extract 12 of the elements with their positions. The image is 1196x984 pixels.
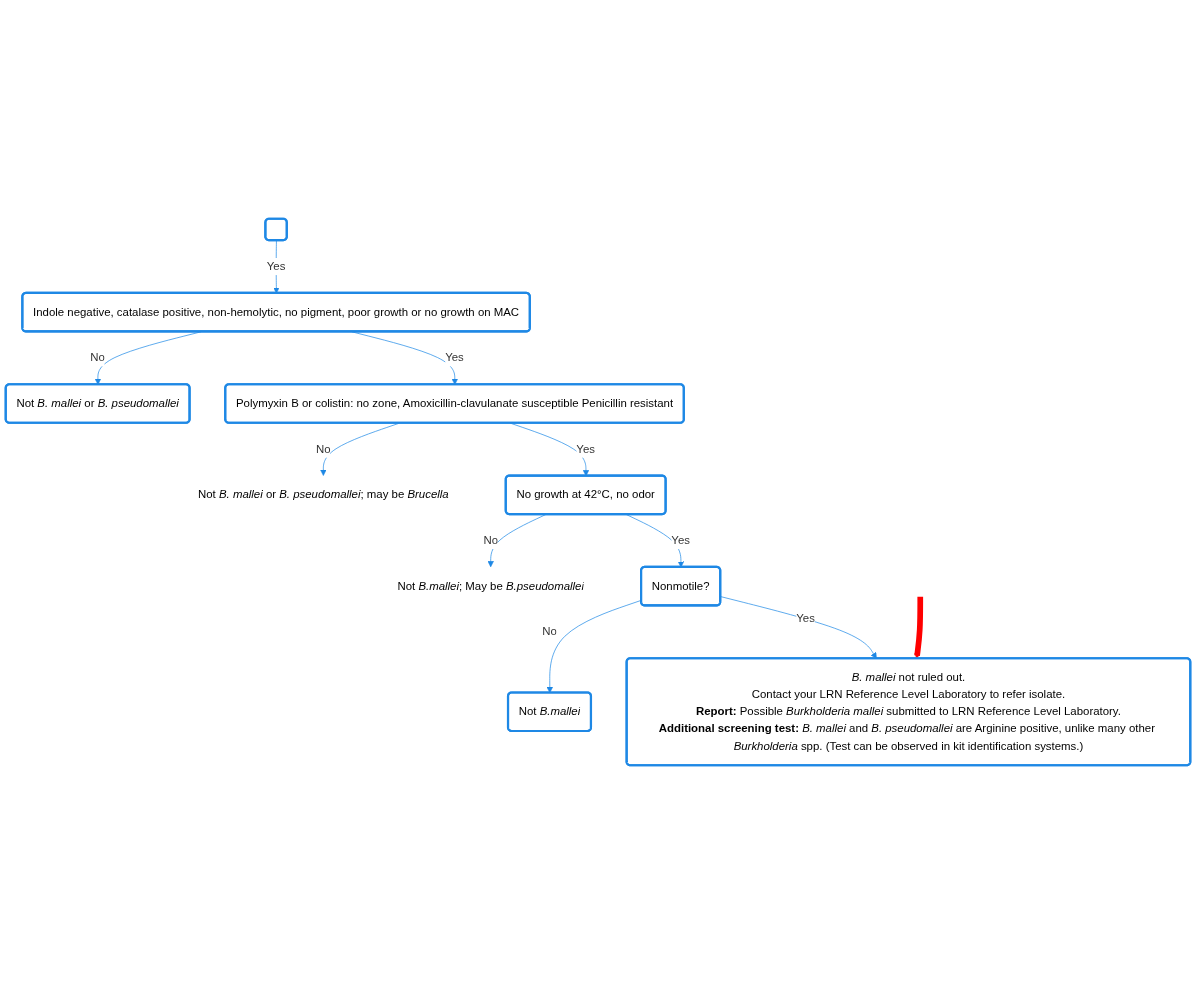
node-text: Not B.mallei; May be B.pseudomallei bbox=[397, 579, 584, 592]
edge-label: Yes bbox=[796, 611, 815, 624]
edge-label: No bbox=[316, 442, 331, 455]
arrow bbox=[914, 596, 924, 659]
edge-label: Yes bbox=[671, 534, 690, 547]
edge-label: No bbox=[90, 351, 105, 364]
edge-label: No bbox=[542, 625, 557, 638]
edge-label: No bbox=[483, 534, 499, 547]
edge-label: Yes bbox=[576, 442, 595, 455]
node-text: Not B. mallei or B. pseudomallei; may be Brucella bbox=[198, 488, 449, 501]
edge-label: Yes bbox=[266, 260, 286, 273]
edge-label: Yes bbox=[445, 351, 464, 364]
